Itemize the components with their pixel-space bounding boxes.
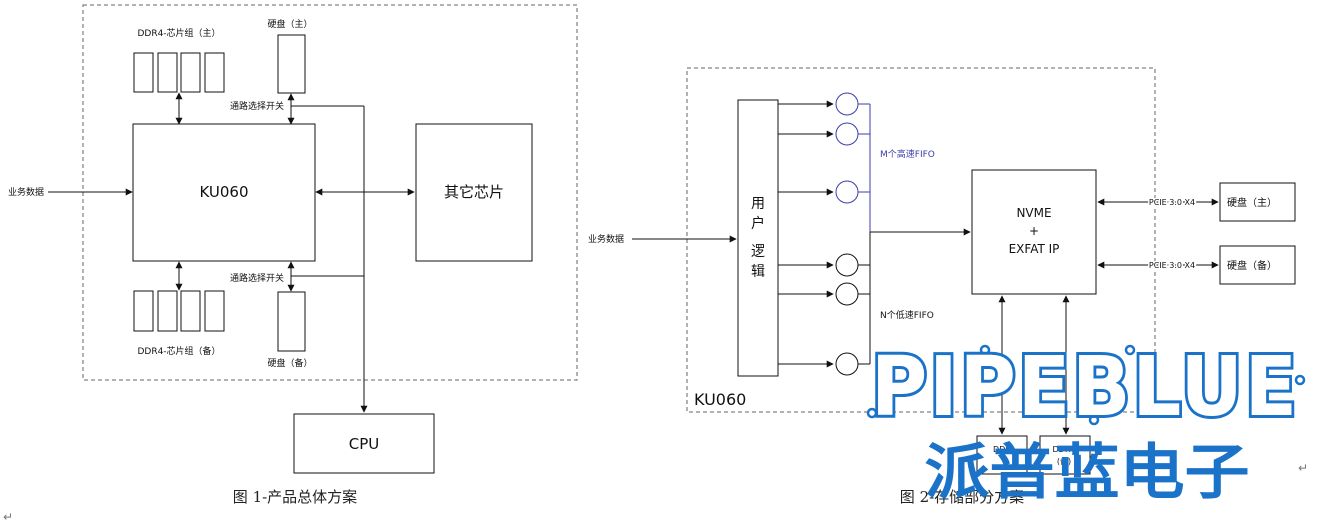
fpga-label-2: KU060 <box>694 390 746 409</box>
nvme-box <box>971 169 1097 295</box>
ddr-chip <box>157 290 178 332</box>
circuit-dot <box>1294 374 1306 386</box>
slow-fifo-label: N个低速FIFO <box>880 309 934 321</box>
ddr-top-label: DDR4-芯片组（主） <box>137 27 220 39</box>
cpu-label: CPU <box>349 435 380 453</box>
switch-bottom-label: 通路选择开关 <box>230 272 284 284</box>
watermark: PIPEBLUE 派普蓝电子 <box>866 337 1306 508</box>
slow-fifo <box>835 352 859 376</box>
fpga-box <box>132 123 316 262</box>
circuit-dot <box>1124 344 1136 356</box>
ddr-top-chips <box>133 52 225 93</box>
nvme-line1: NVME <box>1016 206 1051 220</box>
fast-fifo <box>835 122 859 146</box>
disk-main-label-2: 硬盘（主） <box>1227 196 1277 209</box>
fast-fifo-label: M个高速FIFO <box>880 148 935 160</box>
watermark-brand-cn: 派普蓝电子 <box>925 438 1250 508</box>
ddr-chip <box>157 52 178 93</box>
disk-main-label: 硬盘（主） <box>267 18 312 30</box>
caption-2: 图 2-存储部分方案 <box>900 488 1024 506</box>
return-mark: ↵ <box>1298 461 1308 475</box>
circuit-dot <box>866 407 878 419</box>
fast-fifo <box>835 180 859 204</box>
circuit-dot <box>1088 414 1100 426</box>
cpu-box <box>293 413 435 474</box>
switch-top-label: 通路选择开关 <box>230 100 284 112</box>
ddr-chip <box>204 52 225 93</box>
user-logic-box <box>737 99 779 377</box>
biz-data-label: 业务数据 <box>8 186 44 198</box>
user-logic-char: 用 <box>751 196 765 212</box>
pcie-top-label: PCIE 3.0 X4 <box>1149 198 1195 207</box>
ddr-left-box <box>976 435 1028 475</box>
disk-main-box-2 <box>1219 182 1296 222</box>
watermark-brand-en: PIPEBLUE <box>871 340 1299 435</box>
ddr-chip <box>133 290 154 332</box>
circuit-dot <box>979 344 991 356</box>
other-chip-box <box>415 123 533 262</box>
disk-backup-box-2 <box>1219 245 1296 285</box>
ddr-chip <box>204 290 225 332</box>
ddr-bottom-chips <box>133 290 225 332</box>
diagram-2: KU060 业务数据 用 户 逻 辑 M个高速FIFO N个低速 <box>588 67 1296 506</box>
ddr-right-box <box>1039 435 1091 475</box>
ddr-bottom-label: DDR4-芯片组（备） <box>137 345 220 357</box>
disk-main-box <box>277 34 306 94</box>
caption-1: 图 1-产品总体方案 <box>233 488 357 506</box>
user-logic-char: 辑 <box>751 264 765 280</box>
return-mark: ↵ <box>3 510 13 524</box>
user-logic-char: 户 <box>751 215 765 232</box>
ddr-chip <box>180 290 201 332</box>
user-logic-char: 逻 <box>751 244 765 260</box>
disk-backup-label: 硬盘（备） <box>267 357 312 369</box>
disk-backup-box <box>277 291 306 352</box>
ddr-chip <box>180 52 201 93</box>
biz-data-label-2: 业务数据 <box>588 233 624 245</box>
slow-fifo <box>835 282 859 306</box>
other-chip-label: 其它芯片 <box>444 183 504 201</box>
ddr-chip <box>133 52 154 93</box>
slow-fifo <box>835 253 859 277</box>
watermark-circuit-dots <box>866 344 1306 426</box>
nvme-line2: + <box>1029 224 1039 238</box>
ddr-right-sub: (备) <box>1057 456 1071 466</box>
pcie-bottom-label: PCIE 3.0 X4 <box>1149 261 1195 270</box>
fast-fifo <box>835 92 859 116</box>
nvme-line3: EXFAT IP <box>1009 242 1060 256</box>
diagram-1: DDR4-芯片组（主） 硬盘（主） 通路选择开关 KU060 业务数据 其它芯片 <box>8 4 578 506</box>
fpga-label: KU060 <box>199 183 248 201</box>
ddr-left-label: DDR <box>993 445 1011 454</box>
disk-backup-label-2: 硬盘（备） <box>1227 259 1277 272</box>
fpga-boundary-2 <box>686 67 1156 413</box>
ddr-right-label: DDR4 <box>1053 445 1076 454</box>
